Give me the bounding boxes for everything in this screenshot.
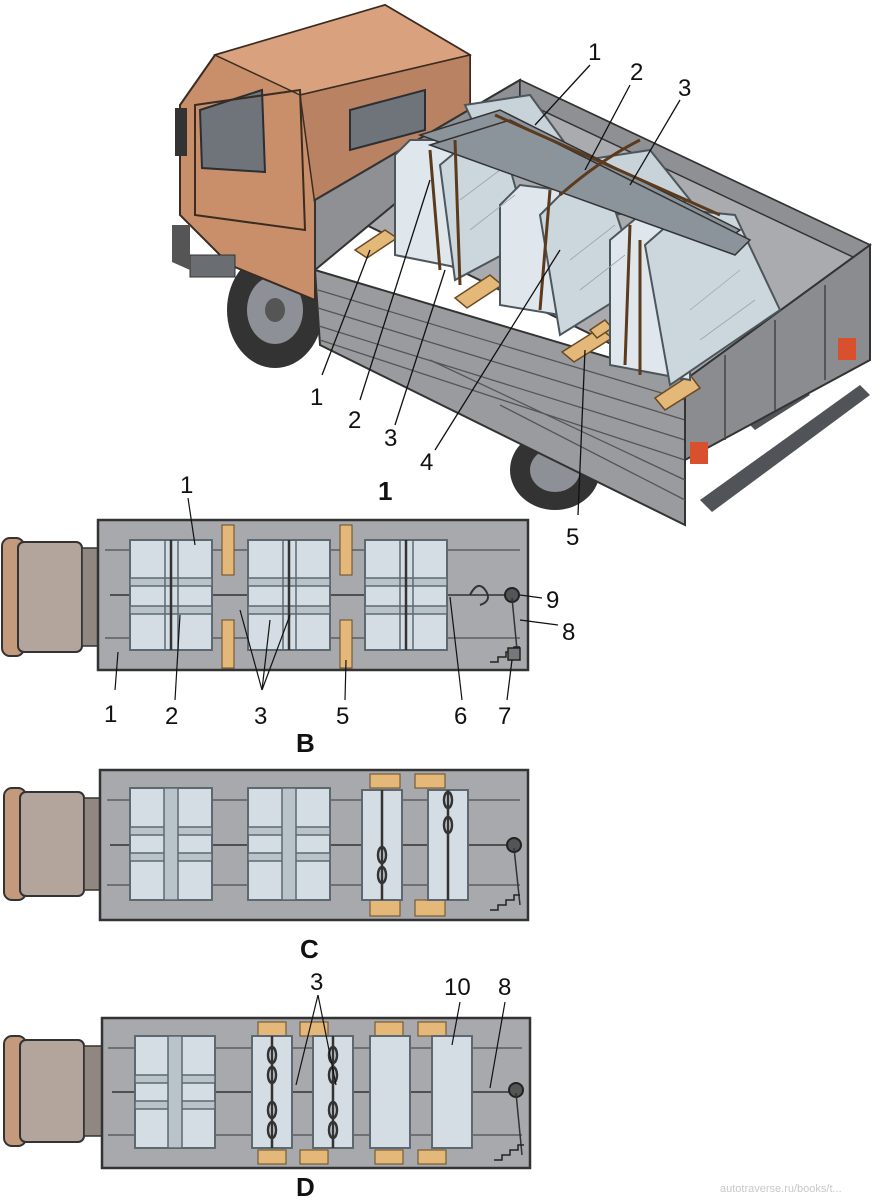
cab-rear-window	[349, 88, 426, 152]
truck-label-bottom-5: 5	[566, 524, 579, 551]
tail-light-left	[690, 442, 708, 464]
panel-b-label-bottom-1: 1	[104, 701, 117, 728]
truck-label-bottom-3: 3	[384, 425, 397, 452]
panel-b-label-bottom-7: 7	[498, 703, 511, 730]
truck-labels: 1 2 3 1 2 3 4 5	[310, 39, 691, 551]
truck-label-top-2: 2	[630, 59, 643, 86]
cab-step	[189, 254, 236, 278]
cab-front-window	[198, 88, 267, 174]
cab-top-view	[19, 791, 85, 897]
chain-icon	[428, 113, 721, 375]
chain-icon	[169, 540, 408, 650]
panel-b-label-right-8: 8	[562, 619, 575, 646]
chain-icon	[376, 790, 454, 900]
panel-b-label-top-1: 1	[180, 472, 193, 499]
near-side-board	[313, 268, 686, 527]
side-mirror	[175, 108, 187, 156]
cab-door	[194, 88, 307, 232]
truck-label-bottom-1: 1	[310, 384, 323, 411]
truck-illustration	[172, 3, 872, 527]
panel-c	[3, 768, 530, 922]
ratchet-icon	[490, 894, 520, 911]
ratchet-icon	[494, 1144, 524, 1161]
truck-label-top-3: 3	[678, 75, 691, 102]
truck-label-bottom-4: 4	[420, 449, 433, 476]
panel-b-labels: 1 1 2 3 5 6 7 9 8 B	[104, 472, 575, 758]
panel-b-label-bottom-5: 5	[336, 703, 349, 730]
panel-b-label-right-9: 9	[546, 587, 559, 614]
truck-label-top-1: 1	[588, 39, 601, 66]
panel-b-caption: B	[296, 728, 315, 758]
panel-d	[3, 994, 532, 1170]
ratchet-icon	[490, 646, 521, 663]
panel-d-label-8: 8	[498, 974, 511, 1001]
panel-d-label-10: 10	[444, 974, 471, 1001]
turnbuckle-icon	[469, 584, 489, 606]
tail-light-right	[838, 338, 856, 360]
panel-d-caption: D	[296, 1172, 315, 1200]
panel-c-caption: C	[300, 934, 319, 964]
figure-number: 1	[378, 476, 392, 506]
tail-board	[684, 243, 871, 462]
cab-top-view	[17, 541, 83, 653]
panel-d-label-3: 3	[310, 969, 323, 996]
panel-d-labels: 3 10 8 D	[296, 969, 511, 1200]
panel-b-label-bottom-3: 3	[254, 703, 267, 730]
panel-b-label-bottom-2: 2	[165, 703, 178, 730]
cab-top-view	[19, 1039, 85, 1143]
watermark: autotraverse.ru/books/t...	[720, 1183, 842, 1195]
truck-label-bottom-2: 2	[348, 407, 361, 434]
panel-b	[1, 497, 559, 701]
panel-b-label-bottom-6: 6	[454, 703, 467, 730]
